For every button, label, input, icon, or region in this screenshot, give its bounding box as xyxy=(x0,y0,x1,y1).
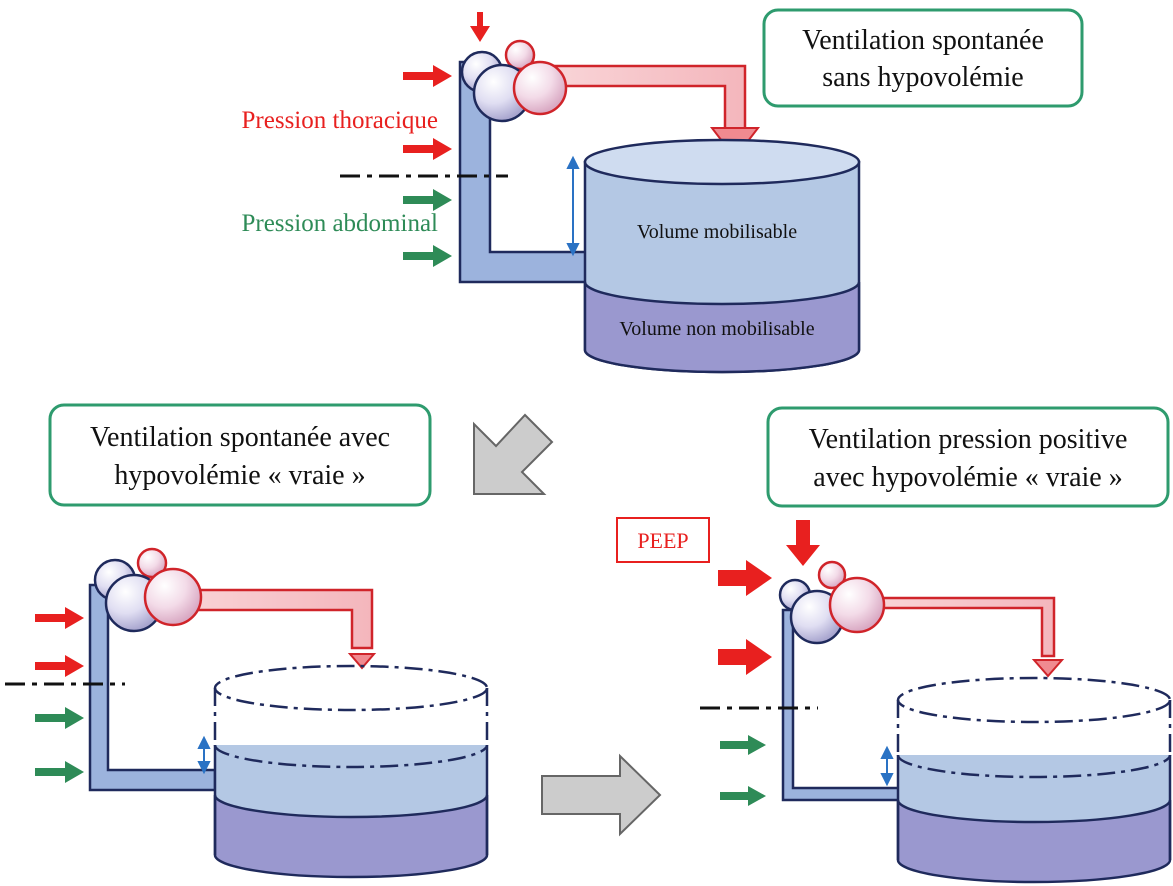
title-box-right: Ventilation pression positive avec hypov… xyxy=(766,406,1170,508)
top-diagram: Ventilation spontanée sans hypovolémie V… xyxy=(241,8,1084,374)
heart-chambers-left xyxy=(93,547,203,633)
transition-arrow-down xyxy=(473,413,554,495)
bottom-left-diagram: Ventilation spontanée avec hypovolémie «… xyxy=(5,403,489,879)
pressure-arrows-left xyxy=(35,607,84,783)
peep-label-box: PEEP xyxy=(616,517,710,563)
label-volume-mobilisable: Volume mobilisable xyxy=(637,221,797,243)
title-right-line1: Ventilation pression positive xyxy=(809,424,1128,455)
tank-top: Volume mobilisable Volume non mobilisabl… xyxy=(583,138,861,374)
outflow-arrow-left xyxy=(347,653,377,670)
outflow-arrow-right xyxy=(1031,659,1065,678)
cardiac-outflow-pipe-right xyxy=(868,596,1056,658)
heart-chambers-right xyxy=(778,560,886,645)
title-top-line2: sans hypovolémie xyxy=(822,62,1023,93)
pressure-arrows-right xyxy=(718,520,820,806)
cardiac-outflow-pipe-top xyxy=(546,64,747,132)
label-peep: PEEP xyxy=(637,528,688,553)
title-box-left: Ventilation spontanée avec hypovolémie «… xyxy=(48,403,432,507)
tank-right xyxy=(896,676,1172,884)
title-top-line1: Ventilation spontanée xyxy=(802,25,1044,56)
double-arrow-right xyxy=(880,745,894,787)
pressure-arrows-top xyxy=(403,12,490,267)
title-right-line2: avec hypovolémie « vraie » xyxy=(813,462,1122,493)
label-volume-non-mobilisable: Volume non mobilisable xyxy=(619,318,814,340)
double-arrow-left xyxy=(197,735,211,775)
double-arrow-top xyxy=(566,155,580,257)
transition-arrow-right xyxy=(541,753,662,837)
bottom-right-diagram: Ventilation pression positive avec hypov… xyxy=(616,406,1172,884)
label-pression-thoracique: Pression thoracique xyxy=(242,107,438,134)
heart-chambers-top xyxy=(460,39,568,123)
title-box-top: Ventilation spontanée sans hypovolémie xyxy=(762,8,1084,108)
title-left-line2: hypovolémie « vraie » xyxy=(114,460,365,491)
label-pression-abdominal: Pression abdominal xyxy=(241,210,438,237)
title-left-line1: Ventilation spontanée avec xyxy=(90,422,390,453)
tank-left xyxy=(213,664,489,879)
